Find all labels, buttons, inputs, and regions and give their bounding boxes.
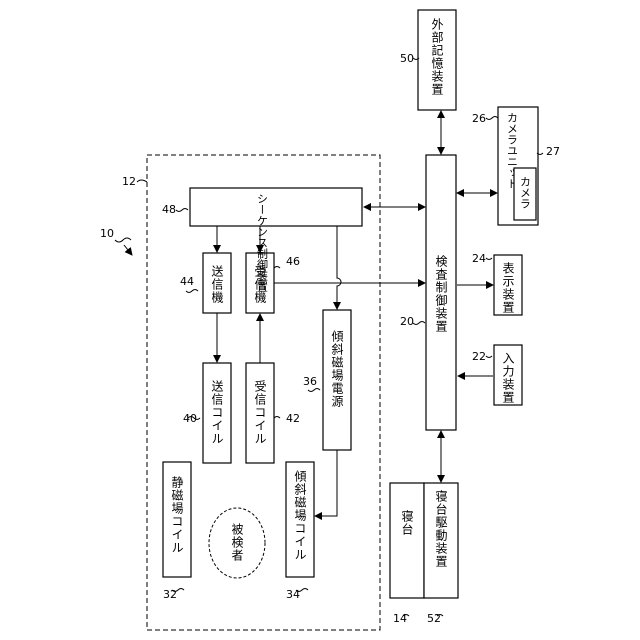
display-label: 表示装置	[501, 262, 515, 314]
sequence-controller-label: シーケンス制御装置	[256, 193, 269, 292]
static-field-coil-ref: 32	[163, 588, 177, 601]
static-field-coil-label: 静磁場コイル	[170, 476, 184, 554]
couch-drive-ref: 52	[427, 612, 441, 625]
external-storage-label: 外部記憶装置	[430, 18, 444, 96]
receiver-ref: 46	[286, 255, 300, 268]
gradient-power-ref: 36	[303, 375, 317, 388]
receive-coil-label: 受信コイル	[253, 380, 267, 445]
gantry-ref-label: 12	[122, 175, 136, 188]
system-ref-arrow	[124, 245, 132, 255]
input-ref: 22	[472, 350, 486, 363]
receive-coil-ref: 42	[286, 412, 300, 425]
gradient-coil-ref: 34	[286, 588, 300, 601]
gantry-ref-squiggle	[137, 180, 147, 182]
transmitter-label: 送信機	[210, 264, 224, 304]
camera-label: カメラ	[519, 176, 532, 209]
inspection-control-label: 検査制御装置	[434, 255, 448, 333]
sequence-controller-box	[190, 188, 362, 226]
sequence-controller-ref: 48	[162, 203, 176, 216]
couch-drive-label: 寝台駆動装置	[434, 489, 448, 568]
inspection-control-ref: 20	[400, 315, 414, 328]
subject-label: 被検者	[230, 523, 244, 562]
couch-box	[390, 483, 424, 598]
camera-ref: 27	[546, 145, 560, 158]
couch-label: 寝台	[400, 509, 414, 536]
transmit-coil-label: 送信コイル	[210, 379, 224, 445]
gradient-power-label: 傾斜磁場電源	[330, 330, 344, 408]
input-label: 入力装置	[501, 352, 515, 404]
system-ref-label: 10	[100, 227, 114, 240]
transmitter-ref: 44	[180, 275, 194, 288]
system-ref-squiggle	[115, 238, 131, 242]
gradient-coil-label: 傾斜磁場コイル	[293, 470, 307, 561]
display-ref: 24	[472, 252, 486, 265]
couch-ref: 14	[393, 612, 407, 625]
camera-unit-ref: 26	[472, 112, 486, 125]
external-storage-ref: 50	[400, 52, 414, 65]
